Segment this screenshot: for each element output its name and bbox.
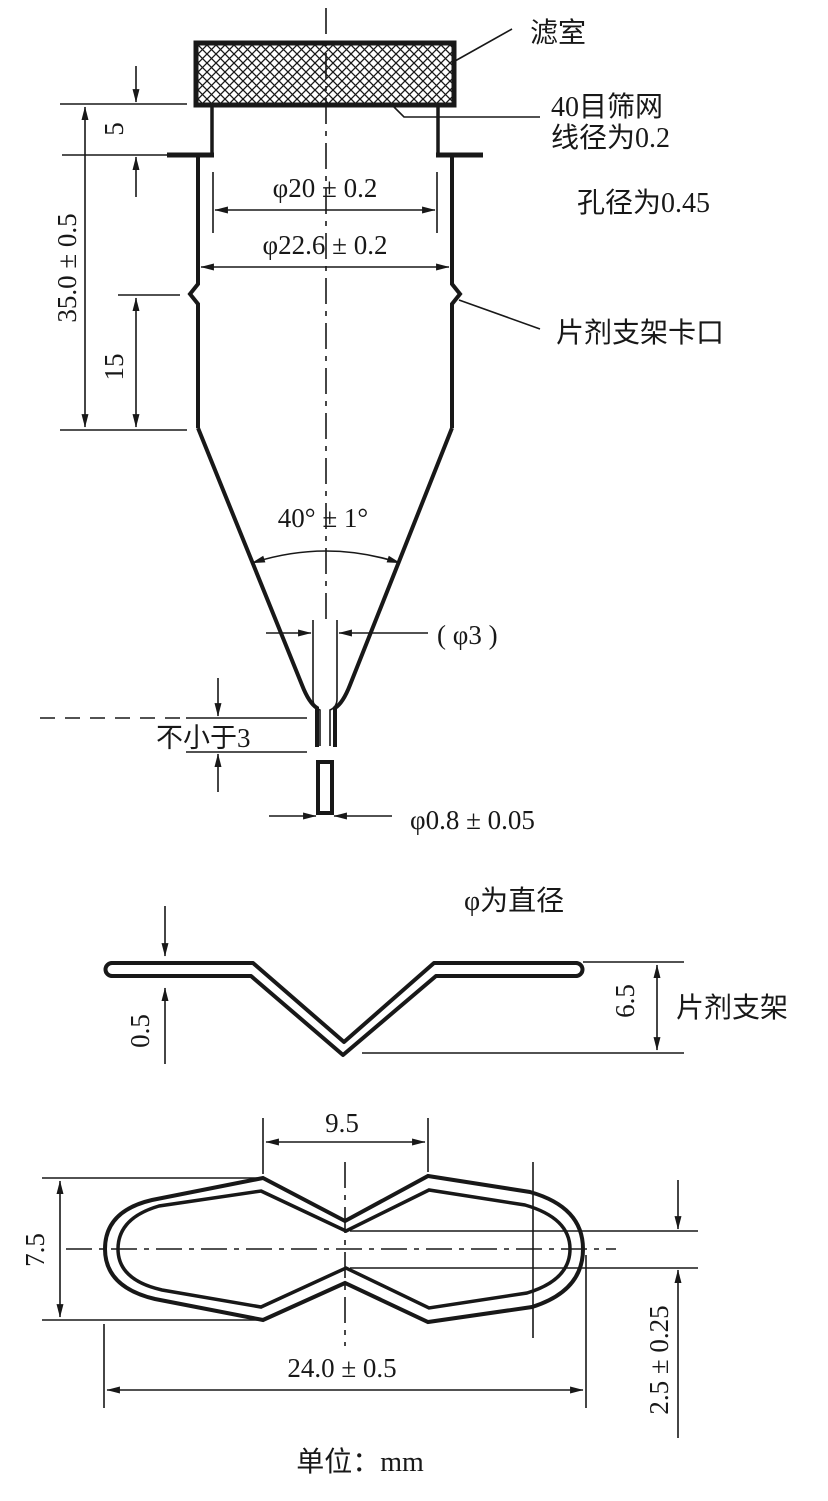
- holder-strip-top-edge: [110, 961, 578, 1044]
- body-wall-left: [187, 155, 200, 428]
- dim-waist-gap-text: 2.5 ± 0.25: [644, 1305, 674, 1414]
- label-mesh-line2: 线径为0.2: [551, 122, 670, 154]
- dim-body-height-text: 35.0 ± 0.5: [52, 213, 82, 322]
- leader-mesh-screen: [392, 105, 540, 118]
- filter-cap-hatched: [193, 40, 457, 108]
- dim-thickness-text: 0.5: [125, 1014, 155, 1048]
- holder-strip-bottom-edge: [110, 974, 578, 1057]
- dim-height-text: 6.5: [610, 984, 640, 1018]
- dim-cone-angle-text: 40° ± 1°: [278, 503, 368, 533]
- label-filter-chamber: 滤室: [530, 17, 586, 49]
- label-phi-note: φ为直径: [464, 885, 564, 917]
- dim-notch-height-text: 15: [99, 354, 129, 381]
- dim-capillary-diameter-text: φ0.8 ± 0.05: [410, 805, 535, 835]
- angle-dimension-arc: [251, 550, 401, 564]
- dim-tube-diameter-text: ( φ3 ): [437, 620, 498, 650]
- label-holder-notch: 片剂支架卡口: [556, 317, 724, 349]
- holder-strip-right-cap: [575, 961, 585, 978]
- label-mesh-aperture: 孔径为0.45: [577, 187, 710, 219]
- plan-outer-contour: [102, 1173, 586, 1325]
- dim-cap-height-text: 5: [99, 122, 129, 136]
- dim-outer-diameter-text: φ22.6 ± 0.2: [263, 230, 388, 260]
- label-holder: 片剂支架: [676, 992, 788, 1024]
- plan-inner-contour: [116, 1188, 572, 1310]
- dim-tip-length-text: 不小于3: [156, 723, 251, 753]
- body-wall-right: [450, 155, 463, 428]
- bore-line-left: [312, 620, 321, 746]
- leader-holder-notch: [458, 299, 541, 330]
- unit-note: 单位：mm: [296, 1446, 424, 1478]
- dim-length-text: 24.0 ± 0.5: [287, 1353, 396, 1383]
- bore-line-right: [329, 620, 338, 746]
- dim-center-width-text: 9.5: [325, 1108, 359, 1138]
- capillary-tube: [316, 760, 334, 815]
- holder-strip-left-cap: [103, 961, 113, 978]
- dim-lobe-height-text: 7.5: [20, 1233, 50, 1267]
- label-mesh-line1: 40目筛网: [551, 91, 663, 123]
- dim-inner-diameter-text: φ20 ± 0.2: [273, 173, 378, 203]
- cone-wall-right: [333, 427, 454, 747]
- leader-filter-chamber: [454, 28, 513, 62]
